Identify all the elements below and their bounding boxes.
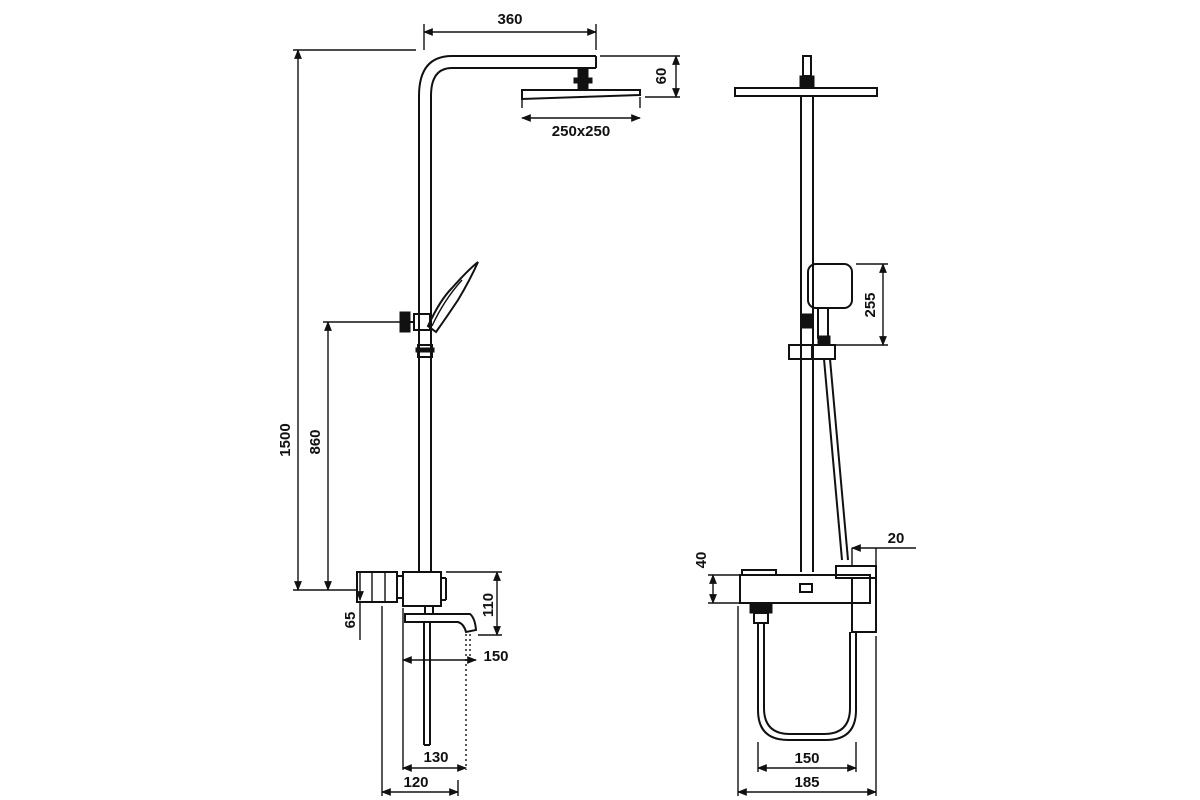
dim-spout-reach: 150	[483, 648, 508, 665]
side-dimensions: 360 60 250x250 1500 860 65	[277, 11, 680, 796]
rain-shower-head	[521, 67, 641, 108]
side-view: 360 60 250x250 1500 860 65	[277, 11, 680, 796]
dim-hose-span: 150	[794, 750, 819, 767]
dim-head-size: 250x250	[552, 123, 610, 140]
front-shower-head	[734, 55, 878, 97]
dim-head-reach: 360	[497, 11, 522, 28]
dim-hand-shower-height: 255	[862, 292, 879, 317]
dim-wall-depth: 120	[403, 774, 428, 791]
dim-shelf-depth: 20	[888, 530, 905, 547]
dim-valve-height: 110	[480, 593, 497, 617]
front-hand-shower	[788, 263, 853, 561]
dim-head-height: 60	[653, 68, 670, 85]
front-dimensions: 255 40 20 150 185	[693, 263, 916, 796]
dim-total-width: 185	[794, 774, 819, 791]
dim-valve-offset: 65	[342, 612, 359, 629]
hand-shower	[399, 261, 479, 358]
dim-total-height: 1500	[277, 423, 294, 456]
side-mixer-valve	[356, 571, 478, 746]
front-view: 255 40 20 150 185	[693, 55, 916, 796]
front-mixer-valve	[739, 565, 877, 741]
front-riser-pipe	[800, 96, 814, 572]
dim-holder-height: 860	[307, 429, 324, 454]
dim-spout-body: 130	[423, 749, 448, 766]
dim-front-valve-height: 40	[693, 552, 710, 569]
riser-pipe	[418, 55, 597, 572]
